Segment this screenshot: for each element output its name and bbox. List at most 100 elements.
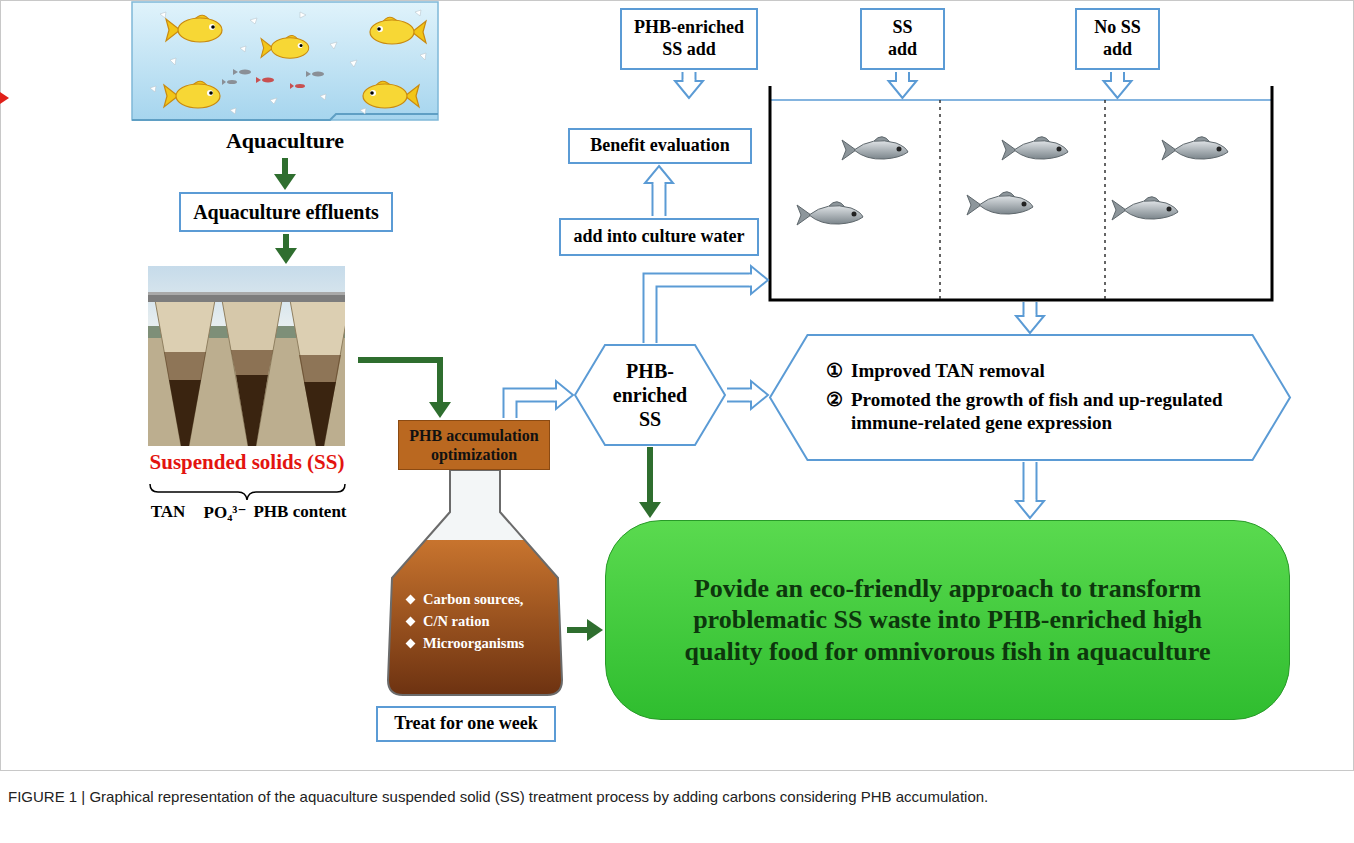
culture-tank-part — [1112, 197, 1178, 220]
aquarium-illustration-part — [166, 15, 222, 42]
settling-cones-photo-part-part — [222, 300, 282, 446]
node-text: PHB-enriched SS add — [628, 17, 750, 60]
hexagon-shape — [575, 345, 725, 445]
node-text: Improved TAN removal — [851, 360, 1234, 383]
dosing-arrow — [675, 72, 703, 98]
arrow-head — [1016, 501, 1044, 518]
arrow-head — [429, 402, 451, 418]
arrow-shaft-outline — [651, 183, 666, 216]
aquaculture-illustration-node: Aquaculture — [130, 4, 440, 156]
aquarium-illustration-part-part — [256, 77, 261, 83]
culture-tank-part — [1162, 137, 1228, 160]
arrow-head — [675, 81, 703, 98]
flask-node: Carbon sources,C/N rationMicroorganisms — [385, 470, 565, 696]
culture-tank-part — [842, 137, 908, 160]
arrow-head — [639, 502, 661, 518]
arrow-joint — [750, 390, 753, 401]
aquarium-illustration-part-part — [170, 58, 176, 65]
list-item: C/N ration — [407, 610, 524, 632]
settling-cones-photo-part — [148, 292, 345, 302]
aquarium-illustration-part — [261, 35, 309, 58]
arrow-head — [587, 619, 603, 641]
aquarium-illustration-part-part — [350, 60, 357, 67]
arrow-shaft — [567, 627, 587, 633]
arrow-shaft-fill — [684, 72, 695, 81]
arrow-shaft — [358, 360, 440, 402]
arrow-shaft — [283, 234, 289, 248]
list-text: Microorganisms — [423, 632, 524, 654]
parameter-label: PO₄³⁻ — [204, 502, 247, 523]
aquarium-illustration-part — [132, 2, 438, 120]
aquarium-illustration-part-part — [312, 72, 324, 77]
flow-arrow — [510, 381, 573, 418]
ingredient-list: Carbon sources,C/N rationMicroorganisms — [407, 588, 524, 654]
node-text: Povide an eco-friendly approach to trans… — [666, 573, 1229, 667]
arrow-shaft-outline — [727, 388, 751, 403]
aquarium-illustration-part-part — [300, 12, 306, 18]
node-text: PHB-enriched SS — [600, 359, 700, 431]
red-marker — [0, 92, 9, 104]
settling-cones-photo-part-part — [304, 382, 336, 446]
aquarium-illustration-part-part — [420, 53, 426, 60]
culture-tank — [770, 86, 1272, 300]
culture-tank-part — [1002, 137, 1068, 160]
process-arrow — [639, 447, 661, 518]
dosing-arrow — [889, 72, 917, 98]
conclusion-box: Povide an eco-friendly approach to trans… — [605, 520, 1290, 720]
figure-caption: FIGURE 1 | Graphical representation of t… — [8, 788, 1346, 805]
aquarium-illustration-part-part — [239, 70, 251, 75]
arrow-shaft — [282, 158, 288, 174]
flask-illustration — [380, 470, 570, 700]
culture-tank-part — [797, 202, 863, 225]
figure-frame — [1, 1, 1354, 771]
tank-input-arrow — [650, 266, 768, 343]
process-box: Aquaculture effluents — [179, 192, 393, 232]
aquarium-illustration-part-part — [262, 78, 274, 83]
callout-number: ① — [826, 360, 843, 383]
flask-illustration-part — [380, 540, 570, 700]
aquarium-illustration-part-part — [250, 18, 257, 24]
settling-cones-photo-part-part — [231, 350, 273, 375]
settling-cones-photo-part-part — [155, 300, 215, 446]
culture-tank-part — [939, 100, 941, 300]
settling-cones-photo-part — [164, 350, 341, 382]
flow-arrow — [1016, 462, 1044, 518]
arrow-shaft-outline — [1110, 72, 1125, 81]
aquarium-illustration-part-part — [360, 108, 366, 114]
treatment-box: PHB-enriched SS add — [620, 8, 758, 70]
bullet-diamond — [406, 638, 416, 648]
arrow-head — [889, 81, 917, 98]
optimization-box: PHB accumulation optimization — [398, 420, 550, 470]
arrow-shaft-outline — [1023, 462, 1038, 501]
tank-output-arrow — [1016, 302, 1044, 333]
list-text: C/N ration — [423, 610, 489, 632]
bullet-diamond — [406, 594, 416, 604]
settling-cones-photo-part-part — [236, 375, 268, 446]
arrow-shaft-outline — [650, 280, 751, 343]
parameter-label: PHB content — [253, 502, 346, 522]
arrow-head — [751, 266, 768, 294]
culture-tank-part — [770, 99, 1272, 101]
process-arrow — [358, 360, 451, 418]
callout-number: ② — [826, 389, 843, 412]
process-arrow — [275, 234, 297, 264]
arrow-joint — [750, 275, 753, 286]
process-arrow — [274, 158, 296, 190]
aquarium-illustration-part-part — [330, 42, 337, 49]
arrow-shaft-fill — [727, 390, 751, 401]
arrow-shaft-outline — [895, 72, 910, 81]
aquarium-illustration-part — [164, 81, 220, 108]
aquarium-illustration-part-part — [295, 84, 305, 88]
arrow-shaft-outline — [682, 72, 697, 81]
settling-cones-photo — [148, 266, 345, 446]
arrow-joint — [1025, 500, 1036, 503]
settling-cones-photo-part — [169, 375, 336, 446]
arrow-shaft-fill — [653, 183, 664, 216]
aquarium-illustration-part-part — [290, 83, 294, 89]
arrow-head — [275, 248, 297, 264]
aquarium-illustration-part-part — [240, 46, 246, 52]
list-item: Microorganisms — [407, 632, 524, 654]
arrow-shaft-fill — [1025, 462, 1036, 501]
arrow-head — [751, 381, 768, 409]
